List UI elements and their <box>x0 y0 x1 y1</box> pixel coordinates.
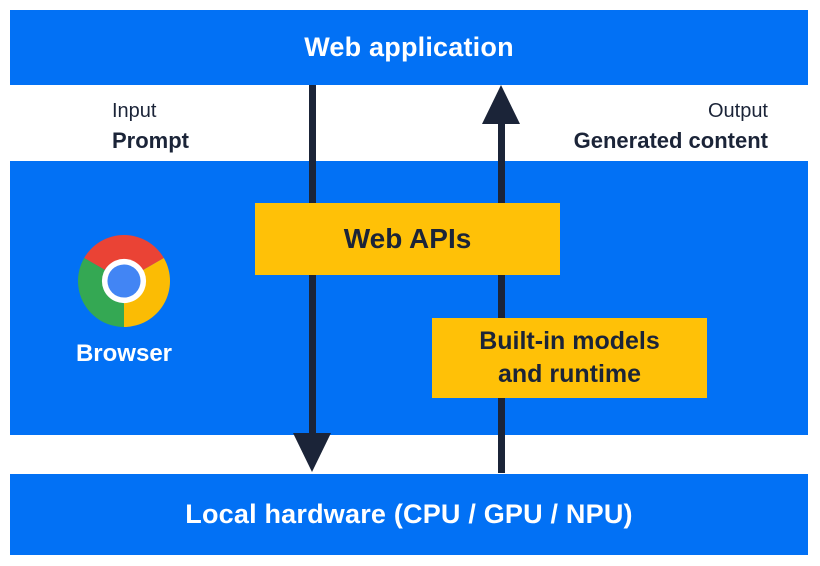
output-arrow-shaft <box>498 120 505 473</box>
web-application-bar: Web application <box>10 10 808 85</box>
local-hardware-bar: Local hardware (CPU / GPU / NPU) <box>10 474 808 555</box>
output-arrow-up-icon <box>482 85 520 124</box>
browser-label: Browser <box>75 340 173 367</box>
web-apis-box: Web APIs <box>255 203 560 275</box>
prompt-label: Prompt <box>112 128 189 153</box>
chrome-logo-icon <box>78 235 170 327</box>
web-application-label: Web application <box>304 32 514 62</box>
web-apis-label: Web APIs <box>343 223 472 254</box>
input-arrow-down-icon <box>293 433 331 472</box>
chrome-logo-red-segment <box>84 235 164 281</box>
input-block: Input Prompt <box>112 99 189 155</box>
builtin-models-box: Built-in models and runtime <box>432 318 707 398</box>
local-hardware-label: Local hardware (CPU / GPU / NPU) <box>185 499 633 529</box>
generated-content-label: Generated content <box>573 128 768 153</box>
input-label: Input <box>112 100 157 122</box>
output-block: Output Generated content <box>574 99 768 155</box>
builtin-models-label-line2: and runtime <box>497 360 642 388</box>
builtin-models-label-line1: Built-in models <box>479 327 660 355</box>
output-label: Output <box>707 100 768 122</box>
chrome-logo-center <box>107 264 141 298</box>
